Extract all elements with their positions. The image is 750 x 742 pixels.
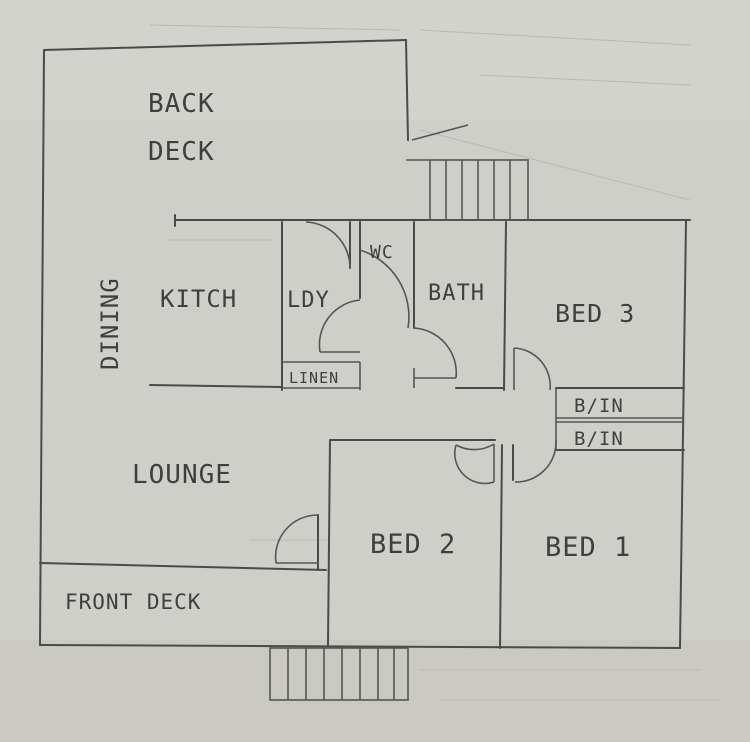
laundry-label: LDY xyxy=(287,288,330,313)
wc-label: WC xyxy=(370,242,394,263)
built-in-label-1: B/IN xyxy=(574,395,624,417)
front-deck-label: FRONT DECK xyxy=(65,590,201,614)
front-stairs xyxy=(269,647,409,701)
bed1-label: BED 1 xyxy=(545,532,631,563)
back-stairs xyxy=(406,124,529,221)
room-labels: BACK DECK DINING KITCH LDY WC BATH BED 3… xyxy=(65,89,635,614)
bed2-label: BED 2 xyxy=(370,529,456,560)
dining-label: DINING xyxy=(96,277,124,370)
back-deck-label: BACK xyxy=(148,89,215,119)
built-in-label-2: B/IN xyxy=(574,428,624,450)
bath-label: BATH xyxy=(428,281,485,306)
kitchen-label: KITCH xyxy=(160,285,237,313)
linen-label: LINEN xyxy=(289,369,339,387)
show-through-marks xyxy=(149,24,720,701)
door-swings xyxy=(274,221,557,564)
walls xyxy=(39,39,691,649)
lounge-label: LOUNGE xyxy=(132,460,232,490)
bed3-label: BED 3 xyxy=(555,299,635,328)
paper-shade-bottom xyxy=(0,640,750,742)
back-deck-label-line2: DECK xyxy=(148,137,215,167)
paper-shade-top xyxy=(0,0,750,120)
